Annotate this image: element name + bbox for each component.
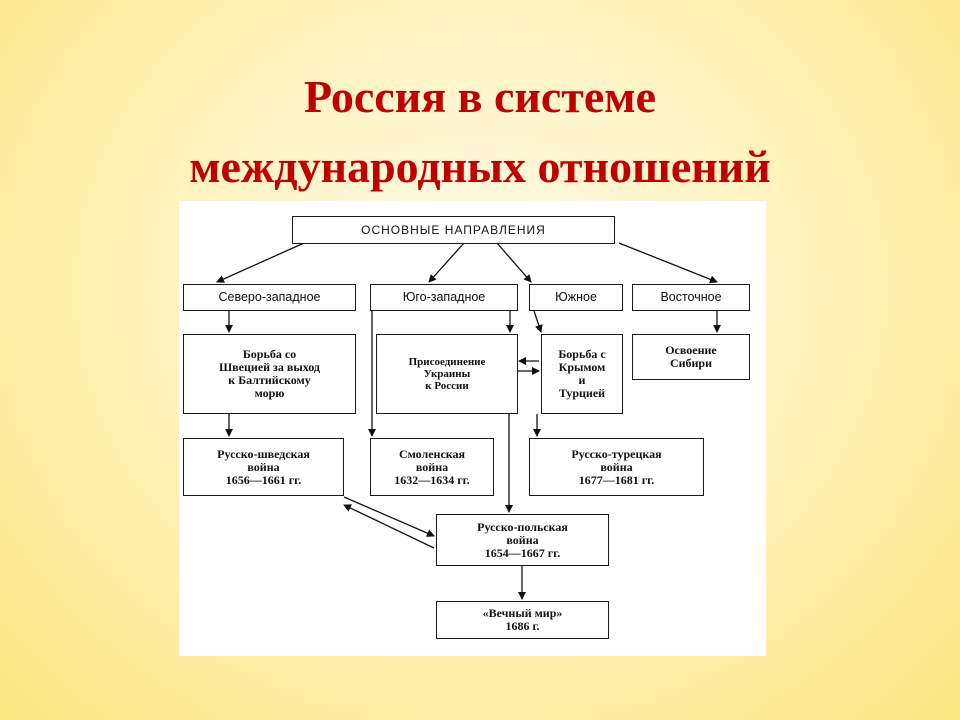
slide-title: Россия в системе международных отношений [0, 62, 960, 202]
diagram-connectors [216, 242, 721, 600]
main-directions-box: ОСНОВНЫЕ НАПРАВЛЕНИЯ [292, 216, 615, 244]
direction-northwest-box: Северо-западное [183, 284, 356, 311]
arrow-main-to-east [618, 242, 718, 284]
eternal-peace-box: «Вечный мир» 1686 г. [436, 601, 609, 639]
war-swedish-box: Русско-шведская война 1656—1661 гг. [183, 438, 344, 496]
arrow-main-to-northwest [216, 242, 305, 283]
goal-ukraine-box: Присоединение Украины к России [376, 334, 518, 414]
arrow-south-to-crimea [533, 310, 543, 333]
direction-east-box: Восточное [632, 284, 750, 311]
direction-southwest-box: Юго-западное [370, 284, 518, 311]
direction-south-box: Южное [529, 284, 623, 311]
war-smolensk-box: Смоленская война 1632—1634 гг. [370, 438, 494, 496]
war-turkish-box: Русско-турецкая война 1677—1681 гг. [529, 438, 704, 496]
goal-siberia-box: Освоение Сибири [632, 334, 750, 380]
arrow-main-to-south [496, 242, 532, 283]
arrow-swedish-to-polish [343, 496, 435, 537]
slide-title-line-1: Россия в системе [303, 71, 657, 122]
goal-crimea-box: Борьба с Крымом и Турцией [541, 334, 623, 414]
arrow-main-to-southwest [428, 242, 465, 283]
directions-diagram: ОСНОВНЫЕ НАПРАВЛЕНИЯ Северо-западное Юго… [179, 201, 766, 656]
slide-title-line-2: международных отношений [189, 141, 771, 192]
arrow-polish-to-swedish [343, 504, 435, 549]
goal-baltic-box: Борьба со Швецией за выход к Балтийскому… [183, 334, 356, 414]
war-polish-box: Русско-польская война 1654—1667 гг. [436, 514, 609, 566]
